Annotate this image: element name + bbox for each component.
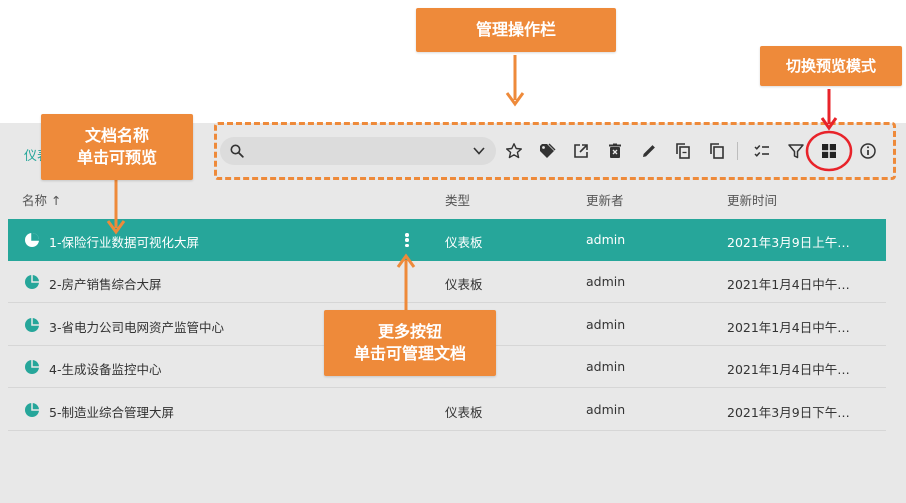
annotation-text: 文档名称: [84, 125, 149, 145]
document-type: 仪表板: [445, 405, 483, 420]
annotation-document-name: 文档名称 单击可预览: [41, 114, 193, 180]
open-button[interactable]: [569, 139, 593, 163]
dashboard-pie-icon: [25, 360, 39, 374]
delete-icon: [609, 143, 621, 158]
document-updater: admin: [586, 359, 626, 374]
sort-arrow-icon: ↑: [51, 193, 62, 208]
dashboard-pie-icon: [25, 233, 39, 247]
select-list-icon: [754, 144, 769, 157]
select-list-button[interactable]: [750, 139, 774, 163]
column-header-name-label: 名称: [22, 193, 48, 208]
more-dot: [405, 233, 409, 237]
document-name-link[interactable]: 4-生成设备监控中心: [49, 362, 162, 377]
delete-button[interactable]: [603, 139, 627, 163]
toolbar-separator: [737, 142, 738, 160]
document-updated-time: 2021年3月9日上午…: [727, 235, 850, 250]
search-input[interactable]: [252, 141, 452, 161]
document-updated-time: 2021年1月4日中午…: [727, 277, 850, 292]
favorite-button[interactable]: [502, 139, 526, 163]
more-dot: [405, 243, 409, 247]
document-updater: admin: [586, 232, 626, 247]
copy-icon: [676, 143, 690, 159]
column-header-updater[interactable]: 更新者: [586, 193, 624, 208]
table-row[interactable]: 1-保险行业数据可视化大屏 仪表板 admin 2021年3月9日上午…: [8, 219, 886, 261]
edit-button[interactable]: [637, 139, 661, 163]
info-icon: [860, 143, 876, 159]
dashboard-pie-icon: [25, 318, 39, 332]
document-name-link[interactable]: 2-房产销售综合大屏: [49, 277, 162, 292]
annotation-more-button: 更多按钮 单击可管理文档: [324, 310, 496, 376]
annotation-text: 切换预览模式: [785, 56, 876, 75]
table-row[interactable]: 4-生成设备监控中心 admin 2021年1月4日中午…: [8, 346, 886, 388]
table-row[interactable]: 2-房产销售综合大屏 仪表板 admin 2021年1月4日中午…: [8, 261, 886, 303]
annotation-text: 管理操作栏: [475, 19, 556, 39]
edit-icon: [643, 145, 655, 157]
chevron-down-icon[interactable]: [472, 145, 486, 157]
table-row[interactable]: 5-制造业综合管理大屏 仪表板 admin 2021年3月9日下午…: [8, 389, 886, 431]
search-box[interactable]: [220, 137, 496, 165]
annotation-text: 单击可管理文档: [353, 344, 466, 363]
column-header-type[interactable]: 类型: [445, 193, 471, 208]
document-updated-time: 2021年1月4日中午…: [727, 362, 850, 377]
annotation-switch-preview: 切换预览模式: [760, 46, 902, 86]
document-updater: admin: [586, 402, 626, 417]
annotation-text: 单击可预览: [76, 148, 157, 167]
toolbar-highlight-box: [214, 122, 896, 180]
tag-button[interactable]: [535, 139, 559, 163]
document-updater: admin: [586, 274, 626, 289]
document-name-link[interactable]: 3-省电力公司电网资产监管中心: [49, 320, 224, 335]
document-updated-time: 2021年1月4日中午…: [727, 320, 850, 335]
column-header-updated-time[interactable]: 更新时间: [727, 193, 778, 208]
document-type: 仪表板: [445, 235, 483, 250]
document-type: 仪表板: [445, 277, 483, 292]
filter-button[interactable]: [784, 139, 808, 163]
document-name-link[interactable]: 5-制造业综合管理大屏: [49, 405, 174, 420]
star-icon: [506, 143, 522, 159]
column-header-name[interactable]: 名称 ↑: [22, 190, 61, 209]
annotation-toolbar-title: 管理操作栏: [416, 8, 616, 52]
breadcrumb[interactable]: 仪表板: [24, 149, 42, 164]
copy-button[interactable]: [671, 139, 695, 163]
dashboard-pie-icon: [25, 275, 39, 289]
info-button[interactable]: [856, 139, 880, 163]
document-name-link[interactable]: 1-保险行业数据可视化大屏: [49, 235, 199, 250]
search-icon: [230, 144, 244, 158]
open-external-icon: [574, 144, 588, 158]
dashboard-pie-icon: [25, 403, 39, 417]
document-updated-time: 2021年3月9日下午…: [727, 405, 850, 420]
more-dot: [405, 238, 409, 242]
annotation-text: 更多按钮: [377, 321, 442, 341]
document-updater: admin: [586, 317, 626, 332]
filter-icon: [788, 144, 804, 159]
more-options-button[interactable]: [402, 231, 412, 249]
duplicate-button[interactable]: [705, 139, 729, 163]
tag-icon: [540, 143, 556, 158]
duplicate-icon: [710, 143, 724, 159]
